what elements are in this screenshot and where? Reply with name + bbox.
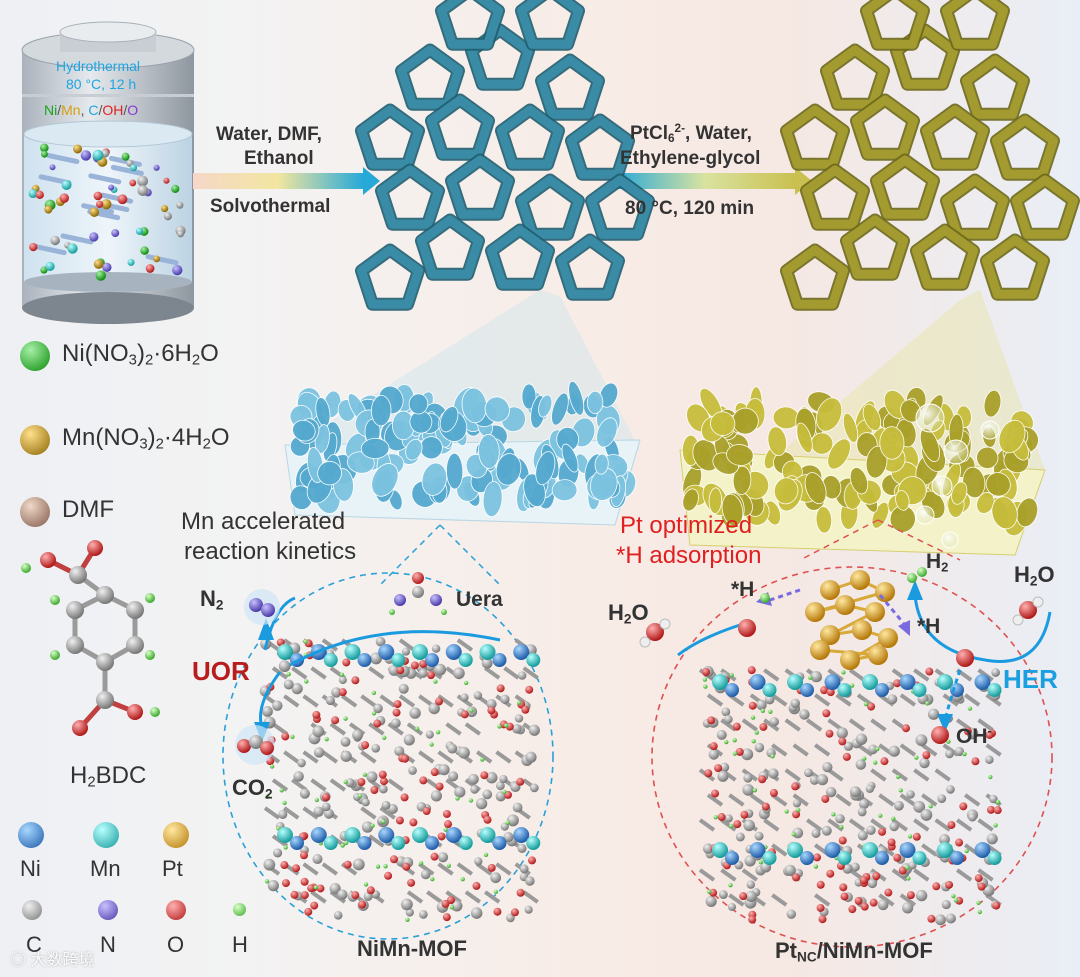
ni-nitrate-ball xyxy=(20,341,50,371)
h-ads-label-1: *H xyxy=(731,578,754,602)
atom-mn-ball xyxy=(93,822,119,848)
atom-c-ball xyxy=(22,900,42,920)
atom-n-label: N xyxy=(100,932,116,958)
mof-crystal-right xyxy=(700,666,1002,925)
h2o-right-label: H2O xyxy=(1014,562,1055,588)
step1-label-2: Ethanol xyxy=(244,148,314,170)
urea-label: Uera xyxy=(456,588,503,612)
n2-label: N2 xyxy=(200,586,223,612)
mof-framework-olive xyxy=(787,0,1074,304)
step2-label-2: Ethylene-glycol xyxy=(620,148,760,170)
h2bdc-label: H2BDC xyxy=(70,762,146,791)
reagent-mn-nitrate: Mn(NO3)2·4H2O xyxy=(62,424,230,453)
reactor-elements: Ni/Mn, C/OH/O xyxy=(44,102,138,118)
atom-h-label: H xyxy=(232,932,248,958)
step2-label-1: PtCl62-, Water, xyxy=(630,122,752,145)
mof-crystal-left xyxy=(260,637,541,922)
atom-o-label: O xyxy=(167,932,184,958)
right-annotation-2: *H adsorption xyxy=(616,542,761,570)
atom-mn-label: Mn xyxy=(90,856,121,882)
atom-ni-ball xyxy=(18,822,44,848)
step1-label-1: Water, DMF, xyxy=(216,124,322,146)
h-ads-label-2: *H xyxy=(917,615,940,639)
reagent-ni-nitrate: Ni(NO3)2·6H2O xyxy=(62,340,219,369)
h2o-left-label: H2O xyxy=(608,600,649,626)
atom-o-ball xyxy=(166,900,186,920)
step2-arrow xyxy=(615,173,795,189)
step1-label-3: Solvothermal xyxy=(210,196,330,218)
right-annotation-1: Pt optimized xyxy=(620,512,752,540)
watermark-icon: ◎ xyxy=(10,952,30,969)
watermark: ◎ 大数跨境 xyxy=(10,946,94,970)
reactor-condition-2: 80 °C, 12 h xyxy=(66,76,136,92)
mof-framework-blue xyxy=(362,0,649,304)
reactor-condition-1: Hydrothermal xyxy=(56,58,140,74)
mn-nitrate-ball xyxy=(20,425,50,455)
atom-h-ball xyxy=(233,903,246,916)
atom-pt-label: Pt xyxy=(162,856,183,882)
step2-label-3: 80 °C, 120 min xyxy=(625,198,754,220)
uor-label: UOR xyxy=(192,656,250,687)
step1-arrow xyxy=(193,173,363,189)
left-caption: NiMn-MOF xyxy=(357,936,467,962)
oh-label: OH- xyxy=(956,723,992,749)
dmf-ball xyxy=(20,497,50,527)
atom-n-ball xyxy=(98,900,118,920)
right-caption: PtNC/NiMn-MOF xyxy=(775,938,933,964)
h2bdc-molecule xyxy=(21,540,160,736)
her-label: HER xyxy=(1003,664,1058,695)
h2-label: H2 xyxy=(926,550,948,574)
co2-label: CO2 xyxy=(232,775,273,801)
pt-nanocluster xyxy=(805,570,898,670)
left-annotation-1: Mn accelerated xyxy=(181,508,345,536)
reagent-dmf: DMF xyxy=(62,496,114,524)
atom-ni-label: Ni xyxy=(20,856,41,882)
left-annotation-2: reaction kinetics xyxy=(184,538,356,566)
atom-pt-ball xyxy=(163,822,189,848)
